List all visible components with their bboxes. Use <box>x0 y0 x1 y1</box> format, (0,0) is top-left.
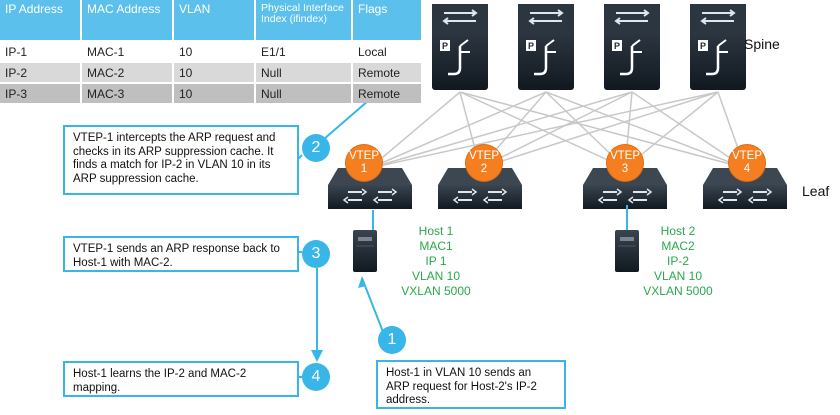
cell-ip: IP-1 <box>0 40 82 61</box>
header-vlan: VLAN <box>174 0 256 40</box>
vtep-label: VTEP <box>468 150 500 162</box>
svg-text:P: P <box>614 41 620 51</box>
svg-text:P: P <box>528 41 534 51</box>
cell-flags: Remote <box>353 61 423 82</box>
host1-server <box>353 230 377 272</box>
arp-suppression-table: IP Address MAC Address VLAN Physical Int… <box>0 0 423 103</box>
mesh-link <box>369 91 547 169</box>
vtep-number: 4 <box>743 163 751 175</box>
cell-vlan: 10 <box>174 61 256 82</box>
host2-vlan: VLAN 10 <box>653 269 703 283</box>
table-row: IP-2 MAC-2 10 Null Remote <box>0 61 423 82</box>
leaf-switch <box>583 168 667 209</box>
host1-vlan: VLAN 10 <box>411 269 461 283</box>
spine-switch: P <box>604 4 660 90</box>
leaf-switches <box>328 168 787 209</box>
mesh-link <box>369 91 633 169</box>
spine-switch: P <box>518 4 574 90</box>
host2-ip: IP-2 <box>666 254 689 268</box>
step-1-box: Host-1 in VLAN 10 sends an ARP request f… <box>376 360 566 409</box>
mesh-link <box>545 91 746 169</box>
vtep-number: 1 <box>360 163 368 175</box>
vtep-badge-4: VTEP 4 <box>729 145 765 181</box>
spine-switch: P <box>432 4 488 90</box>
host2-vxlan: VXLAN 5000 <box>643 284 713 298</box>
vtep-badge-1: VTEP 1 <box>346 145 382 181</box>
mesh-link <box>459 91 746 169</box>
host1-name: Host 1 <box>418 224 454 238</box>
host1-info: Host 1 MAC1 IP 1 VLAN 10 VXLAN 5000 <box>396 224 476 299</box>
header-ip-address: IP Address <box>0 0 82 40</box>
mesh-link <box>631 91 746 169</box>
vtep-badge-3: VTEP 3 <box>607 145 643 181</box>
cell-ip: IP-3 <box>0 82 82 103</box>
host1-ip: IP 1 <box>425 254 447 268</box>
vtep-number: 3 <box>621 163 629 175</box>
host1-vxlan: VXLAN 5000 <box>401 284 471 298</box>
cell-ifindex: Null <box>256 61 353 82</box>
cell-mac: MAC-3 <box>82 82 174 103</box>
vtep-label: VTEP <box>609 150 641 162</box>
step-4-box: Host-1 learns the IP-2 and MAC-2 mapping… <box>63 361 299 397</box>
leaf-label: Leaf <box>802 183 830 199</box>
cell-mac: MAC-2 <box>82 61 174 82</box>
header-ifindex: Physical Interface Index (ifindex) <box>256 0 353 40</box>
mesh-link <box>369 91 461 169</box>
host2-server <box>615 230 639 272</box>
spine-leaf-links <box>369 91 746 169</box>
cell-vlan: 10 <box>174 40 256 61</box>
step-3-box: VTEP-1 sends an ARP response back to Hos… <box>63 236 299 272</box>
host2-mac: MAC2 <box>661 239 695 253</box>
callout-line-1 <box>361 277 386 338</box>
mesh-link <box>479 91 719 169</box>
host2-name: Host 2 <box>660 224 696 238</box>
host2-info: Host 2 MAC2 IP-2 VLAN 10 VXLAN 5000 <box>638 224 718 299</box>
step-4-circle: 4 <box>302 363 330 391</box>
cell-vlan: 10 <box>174 82 256 103</box>
spine-label: Spine <box>744 36 780 52</box>
cell-ifindex: Null <box>256 82 353 103</box>
table-row: IP-1 MAC-1 10 E1/1 Local <box>0 40 423 61</box>
mesh-link <box>369 91 719 169</box>
vtep-number: 2 <box>480 163 488 175</box>
svg-text:P: P <box>442 41 448 51</box>
svg-text:P: P <box>700 41 706 51</box>
step-2-box: VTEP-1 intercepts the ARP request and ch… <box>63 125 299 195</box>
header-mac-address: MAC Address <box>82 0 174 40</box>
table-row: IP-3 MAC-3 10 Null Remote <box>0 82 423 103</box>
step-3-circle: 3 <box>302 240 330 268</box>
vtep-badge-2: VTEP 2 <box>466 145 502 181</box>
mesh-link <box>479 91 633 169</box>
cell-ifindex: E1/1 <box>256 40 353 61</box>
host1-mac: MAC1 <box>419 239 453 253</box>
step-2-circle: 2 <box>302 134 330 162</box>
cell-flags: Remote <box>353 82 423 103</box>
step-1-circle: 1 <box>378 326 406 354</box>
vtep-label: VTEP <box>348 150 380 162</box>
spine-switch: P <box>690 4 746 90</box>
cell-ip: IP-2 <box>0 61 82 82</box>
cell-mac: MAC-1 <box>82 40 174 61</box>
cell-flags: Local <box>353 40 423 61</box>
vtep-label: VTEP <box>731 150 763 162</box>
header-flags: Flags <box>353 0 423 40</box>
